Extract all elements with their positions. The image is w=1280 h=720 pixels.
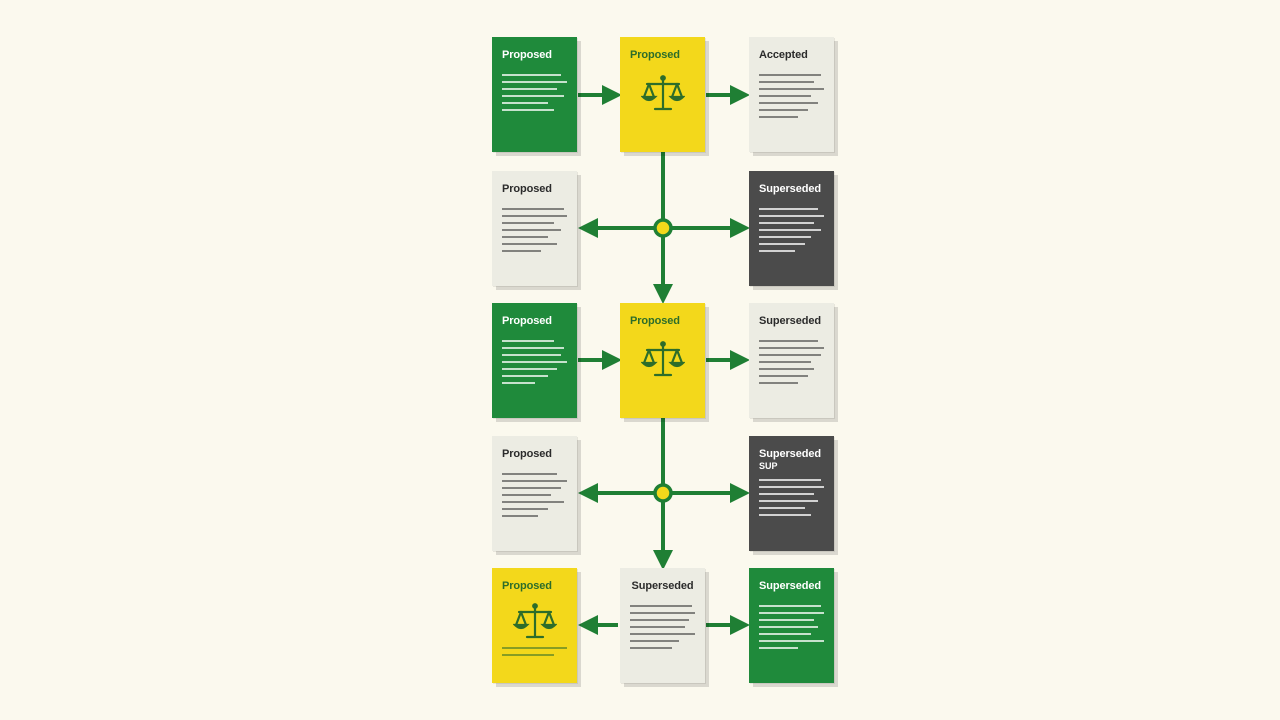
card-body-text: [502, 473, 567, 517]
balance-scale-icon: [640, 341, 685, 377]
card-body-text: [502, 340, 567, 384]
card-title: Proposed: [502, 315, 552, 327]
card-r3-c1-proposed: Proposed: [492, 303, 577, 418]
card-title: Proposed: [630, 49, 680, 61]
card-title: Superseded: [631, 580, 694, 592]
card-r3-c2-proposed-decision: Proposed: [620, 303, 705, 418]
card-r5-c2-superseded: Superseded: [620, 568, 705, 683]
card-body-text: [502, 208, 567, 252]
card-body-text: [759, 208, 824, 252]
card-title: Proposed: [502, 49, 552, 61]
card-r2-c3-superseded: Superseded: [749, 171, 834, 286]
card-r5-c3-superseded: Superseded: [749, 568, 834, 683]
card-title: Proposed: [630, 315, 680, 327]
balance-scale-icon: [512, 603, 557, 639]
junction-node-icon: [653, 218, 673, 238]
card-r2-c1-proposed: Proposed: [492, 171, 577, 286]
card-body-text: [630, 605, 695, 649]
card-r4-c3-superseded: Superseded SUP: [749, 436, 834, 551]
card-r1-c2-proposed-decision: Proposed: [620, 37, 705, 152]
card-subtitle: SUP: [759, 461, 778, 471]
card-body-text: [502, 74, 567, 111]
card-r4-c1-proposed: Proposed: [492, 436, 577, 551]
balance-scale-icon: [640, 75, 685, 111]
card-body-text: [759, 74, 824, 118]
card-body-text: [759, 479, 824, 516]
card-title: Superseded: [759, 183, 821, 195]
junction-node-icon: [653, 483, 673, 503]
card-body-text: [502, 647, 567, 661]
card-title: Superseded: [759, 315, 821, 327]
card-title: Proposed: [502, 448, 552, 460]
card-title: Superseded: [759, 580, 821, 592]
card-r3-c3-superseded: Superseded: [749, 303, 834, 418]
card-title: Proposed: [502, 183, 552, 195]
card-title: Superseded: [759, 448, 821, 460]
card-r1-c1-proposed: Proposed: [492, 37, 577, 152]
card-r5-c1-proposed-decision: Proposed: [492, 568, 577, 683]
card-title: Proposed: [502, 580, 552, 592]
card-r1-c3-accepted: Accepted: [749, 37, 834, 152]
card-title: Accepted: [759, 49, 808, 61]
card-body-text: [759, 605, 824, 649]
card-body-text: [759, 340, 824, 384]
